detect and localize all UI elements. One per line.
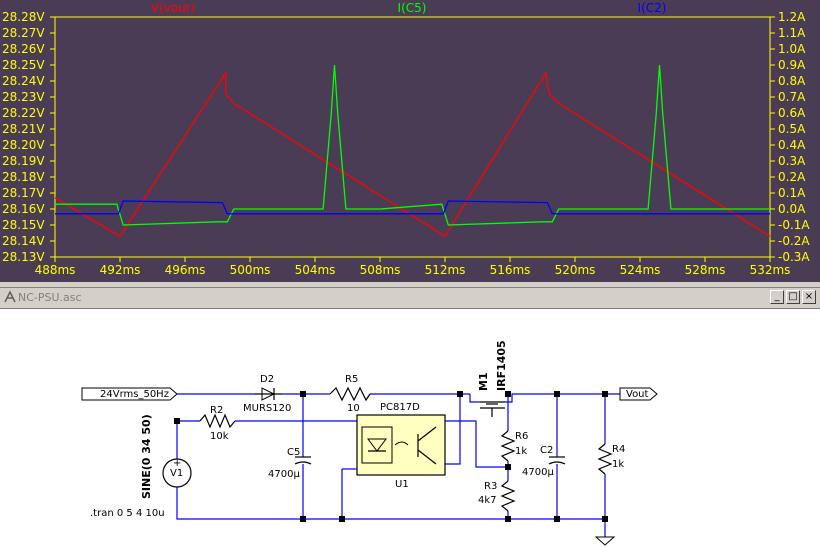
right-tick-label: 1.0A: [778, 42, 806, 56]
r3-value: 4k7: [478, 495, 497, 506]
m1-ref: M1: [477, 372, 490, 391]
c2-ref: C2: [540, 445, 553, 456]
legend-vout[interactable]: V(vout): [151, 1, 195, 15]
left-tick-label: 28.20V: [2, 138, 45, 152]
c5-value: 4700µ: [268, 469, 300, 480]
waveform-plot-pane: 28.28V 28.27V 28.26V 28.25V 28.24V 28.23V 28.2…: [0, 0, 820, 282]
close-button[interactable]: ×: [802, 290, 816, 304]
x-tick-label: 500ms: [230, 263, 271, 277]
resistor-r3[interactable]: [500, 480, 516, 512]
v1-value: SINE(0 34 50): [140, 414, 153, 499]
maximize-button[interactable]: □: [786, 290, 800, 304]
schematic-canvas[interactable]: 24Vrms_50Hz Vout D2 MURS120 R5 10 R2 10k…: [0, 309, 820, 548]
left-tick-label: 28.16V: [2, 202, 45, 216]
right-tick-label: 1.2A: [778, 10, 806, 24]
c2-value: 4700µ: [522, 467, 554, 478]
left-tick-label: 28.23V: [2, 90, 45, 104]
left-tick-label: 28.27V: [2, 26, 45, 40]
x-tick-label: 508ms: [360, 263, 401, 277]
m1-value: IRF1405: [495, 340, 508, 391]
x-tick-label: 524ms: [620, 263, 661, 277]
schematic-window: NC-PSU.asc _ □ × 24Vrms_50Hz Vout D2 MUR…: [0, 287, 820, 548]
r4-ref: R4: [612, 444, 625, 455]
right-tick-label: 1.1A: [778, 26, 806, 40]
left-tick-label: 28.14V: [2, 234, 45, 248]
diode-d2[interactable]: [255, 387, 282, 401]
left-tick-label: 28.15V: [2, 218, 45, 232]
right-tick-label: 0.6A: [778, 106, 806, 120]
x-tick-label: 516ms: [490, 263, 531, 277]
resistor-r6[interactable]: [500, 430, 516, 462]
input-port: [81, 387, 178, 401]
resistor-r2[interactable]: [199, 413, 236, 429]
left-tick-label: 28.25V: [2, 58, 45, 72]
minimize-button[interactable]: _: [770, 290, 784, 304]
left-tick-label: 28.24V: [2, 74, 45, 88]
d2-ref: D2: [260, 374, 274, 385]
v1-ref: V1: [170, 468, 183, 479]
r5-ref: R5: [345, 374, 358, 385]
x-tick-label: 520ms: [555, 263, 596, 277]
svg-text:+: +: [173, 458, 181, 469]
right-tick-label: -0.2A: [778, 234, 810, 248]
ground-symbol: [594, 536, 616, 546]
window-titlebar[interactable]: NC-PSU.asc _ □ ×: [0, 288, 820, 309]
left-tick-label: 28.28V: [2, 10, 45, 24]
left-tick-label: 28.22V: [2, 106, 45, 120]
right-tick-label: -0.1A: [778, 218, 810, 232]
right-tick-label: 0.7A: [778, 90, 806, 104]
input-port-label: 24Vrms_50Hz: [100, 389, 169, 400]
right-tick-label: 0.3A: [778, 154, 806, 168]
x-tick-label: 504ms: [295, 263, 336, 277]
x-tick-label: 528ms: [685, 263, 726, 277]
right-tick-label: 0.9A: [778, 58, 806, 72]
r4-value: 1k: [612, 459, 624, 470]
right-tick-label: 0.4A: [778, 138, 806, 152]
x-tick-label: 488ms: [35, 263, 76, 277]
left-tick-label: 28.19V: [2, 154, 45, 168]
r2-value: 10k: [210, 431, 229, 442]
r6-value: 1k: [515, 446, 527, 457]
u1-part: PC817D: [380, 402, 420, 413]
waveform-chart: 28.28V 28.27V 28.26V 28.25V 28.24V 28.23V 28.2…: [2, 1, 810, 277]
ltspice-app-icon: [4, 290, 16, 303]
u1-ref: U1: [395, 479, 409, 490]
legend-ic5[interactable]: I(C5): [398, 1, 427, 15]
window-title: NC-PSU.asc: [18, 291, 82, 304]
resistor-r4[interactable]: [597, 443, 613, 475]
resistor-r5[interactable]: [329, 386, 371, 402]
output-port-label: Vout: [626, 389, 649, 400]
tran-directive[interactable]: .tran 0 5 4 10u: [90, 508, 165, 519]
x-tick-label: 512ms: [425, 263, 466, 277]
r5-value: 10: [347, 403, 360, 414]
d2-value: MURS120: [243, 403, 291, 414]
c5-ref: C5: [287, 447, 300, 458]
left-tick-label: 28.18V: [2, 170, 45, 184]
right-tick-label: 0.2A: [778, 170, 806, 184]
r2-ref: R2: [210, 405, 223, 416]
right-tick-label: 0.5A: [778, 122, 806, 136]
right-tick-label: 0.8A: [778, 74, 806, 88]
x-tick-label: 492ms: [100, 263, 141, 277]
series-line-0: [54, 70, 771, 238]
x-tick-label: 496ms: [165, 263, 206, 277]
right-tick-label: 0.1A: [778, 186, 806, 200]
left-tick-label: 28.26V: [2, 42, 45, 56]
left-tick-label: 28.13V: [2, 250, 45, 264]
series-line-2: [55, 200, 770, 215]
series-line-1: [55, 64, 770, 226]
r6-ref: R6: [515, 431, 528, 442]
optocoupler-u1[interactable]: [356, 414, 446, 476]
x-tick-label: 532ms: [750, 263, 791, 277]
left-tick-label: 28.17V: [2, 186, 45, 200]
right-tick-label: -0.3A: [778, 250, 810, 264]
output-port: [619, 387, 658, 401]
left-tick-label: 28.21V: [2, 122, 45, 136]
right-tick-label: 0.0A: [778, 202, 806, 216]
r3-ref: R3: [484, 481, 497, 492]
legend-ic2[interactable]: I(C2): [638, 1, 667, 15]
